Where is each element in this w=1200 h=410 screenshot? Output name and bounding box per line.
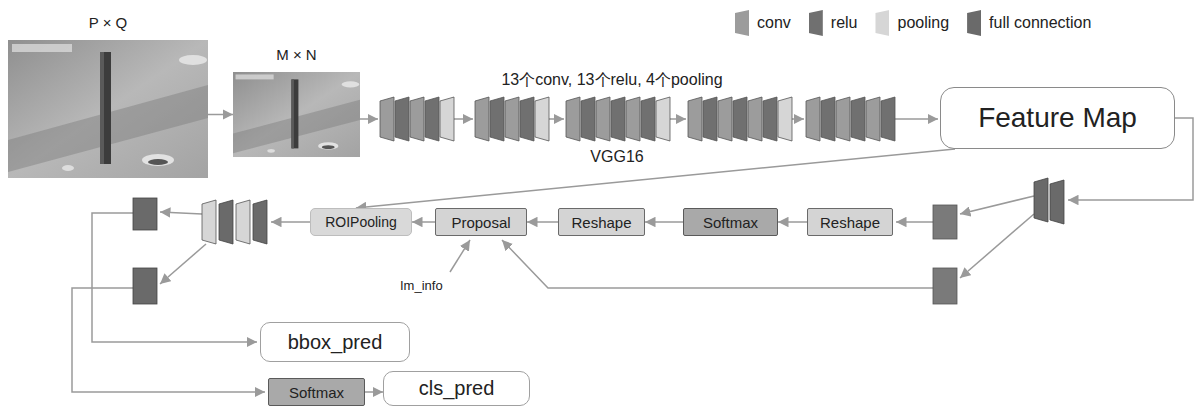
legend-swatch bbox=[735, 10, 749, 36]
connector-arrow bbox=[778, 221, 807, 223]
feature-map-box: Feature Map bbox=[940, 87, 1175, 149]
connector-arrow bbox=[208, 114, 233, 116]
reshape-box: Reshape bbox=[558, 208, 645, 236]
legend-text: conv bbox=[757, 14, 791, 32]
legend-item: full connection bbox=[967, 10, 1091, 36]
node-text: ROIPooling bbox=[325, 214, 397, 230]
legend-text: relu bbox=[831, 14, 858, 32]
input-info-label: Im_info bbox=[400, 278, 443, 293]
node-text: Proposal bbox=[451, 214, 510, 231]
vgg-layer-count: 13个conv, 13个relu, 4个pooling bbox=[501, 70, 722, 91]
connector-arrow bbox=[527, 221, 558, 223]
proposal-box: Proposal bbox=[435, 208, 527, 236]
image-size-label: P × Q bbox=[89, 14, 128, 31]
node-text: Reshape bbox=[820, 214, 880, 231]
legend: conv relu pooling full connection bbox=[735, 10, 1091, 36]
image-size-label: M × N bbox=[276, 46, 316, 63]
softmax-box: Softmax bbox=[683, 208, 778, 236]
legend-text: pooling bbox=[897, 14, 949, 32]
input-image: P × Q bbox=[8, 40, 208, 178]
roi-pooling-box: ROIPooling bbox=[310, 208, 412, 236]
connector-arrow bbox=[645, 221, 683, 223]
legend-swatch bbox=[875, 10, 889, 36]
softmax-box: Softmax bbox=[268, 378, 365, 406]
node-text: Softmax bbox=[703, 214, 758, 231]
network-name: VGG16 bbox=[590, 148, 643, 166]
node-text: Softmax bbox=[289, 384, 344, 401]
reshape-box: Reshape bbox=[807, 208, 893, 236]
connector-arrow bbox=[412, 221, 435, 223]
connector-arrow bbox=[356, 149, 955, 208]
legend-item: conv bbox=[735, 10, 791, 36]
legend-swatch bbox=[809, 10, 823, 36]
bbox-pred-box: bbox_pred bbox=[260, 322, 410, 362]
node-text: Feature Map bbox=[978, 102, 1137, 134]
node-text: bbox_pred bbox=[288, 331, 383, 354]
legend-item: pooling bbox=[875, 10, 949, 36]
legend-text: full connection bbox=[989, 14, 1091, 32]
node-text: Reshape bbox=[571, 214, 631, 231]
resized-image: M × N bbox=[233, 72, 360, 157]
node-text: cls_pred bbox=[419, 377, 495, 400]
legend-swatch bbox=[967, 10, 981, 36]
connector-arrow bbox=[365, 391, 383, 393]
legend-item: relu bbox=[809, 10, 858, 36]
cls-pred-box: cls_pred bbox=[383, 371, 530, 406]
